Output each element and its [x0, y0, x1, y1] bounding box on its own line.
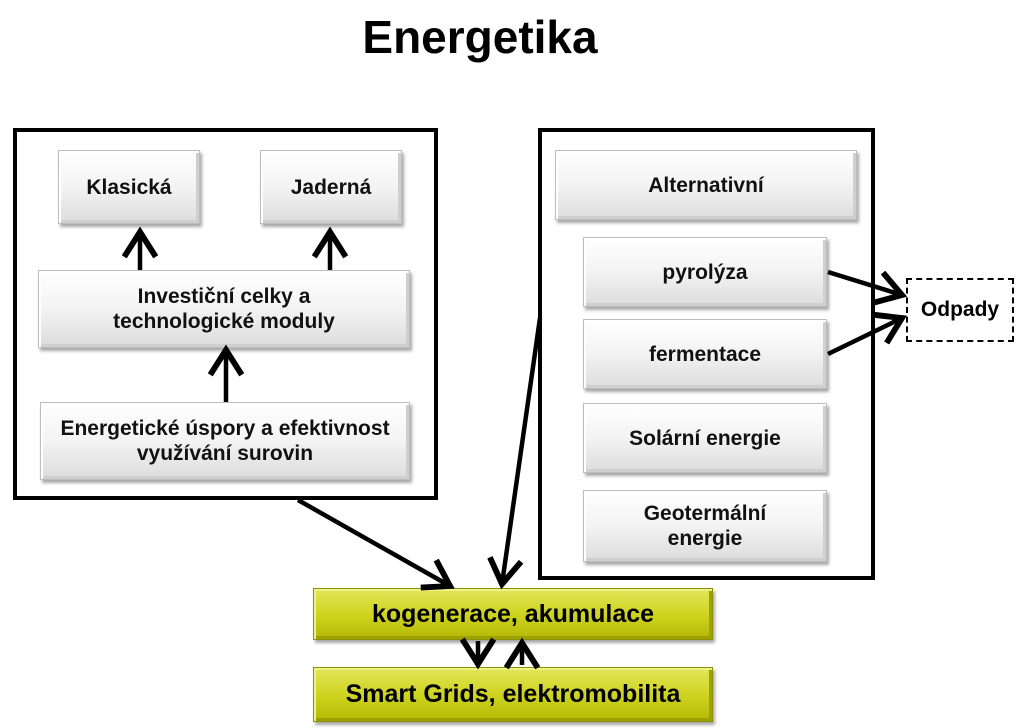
arrow-pyrolyza-to-odpady	[827, 269, 902, 295]
node-energeticke-uspory: Energetické úspory a efektivnost využívá…	[40, 402, 410, 480]
node-klasicka: Klasická	[58, 150, 200, 224]
arrow-left-group-to-kogenerace	[296, 498, 450, 586]
node-pyrolyza: pyrolýza	[583, 237, 827, 307]
node-solarni-energie: Solární energie	[583, 403, 827, 473]
node-investicni-celky: Investiční celky a technologické moduly	[38, 270, 410, 348]
node-geotermalni-energie: Geotermální energie	[583, 490, 827, 562]
node-kogenerace-akumulace: kogenerace, akumulace	[313, 588, 713, 640]
node-odpady: Odpady	[906, 278, 1014, 342]
page-title: Energetika	[362, 11, 598, 63]
arrow-fermentace-to-odpady	[827, 318, 902, 357]
node-smart-grids: Smart Grids, elektromobilita	[313, 667, 713, 722]
node-fermentace: fermentace	[583, 319, 827, 389]
arrow-kogenerace-to-alternativni	[502, 317, 543, 584]
node-jaderna: Jaderná	[260, 150, 402, 224]
node-alternativni: Alternativní	[555, 150, 857, 220]
